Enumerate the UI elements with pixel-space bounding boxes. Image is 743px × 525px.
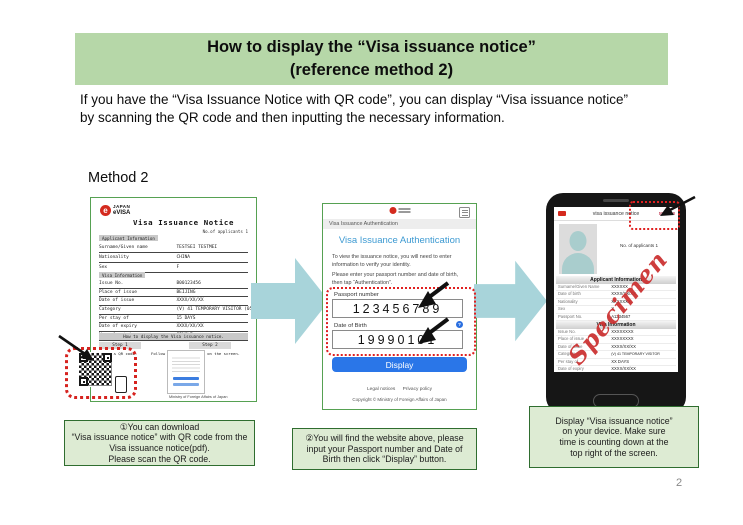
pointer-arrow-icon	[58, 334, 94, 361]
phone-page-title: visa issuance notice	[592, 210, 640, 217]
visa-notice-document: e JAPAN eVISA Visa Issuance Notice No.of…	[65, 197, 257, 402]
howto-bar: How to display the Visa issuance notice.	[99, 333, 248, 340]
legal-notices-link[interactable]: Legal notices	[367, 387, 396, 392]
applicant-photo	[559, 224, 597, 274]
scanning-phone-icon	[115, 376, 127, 393]
qr-highlight-box	[65, 347, 137, 399]
pointer-arrow-icon	[418, 317, 450, 344]
auth-webpage: Visa Issuance Authentication Visa Issuan…	[322, 203, 477, 410]
table-row: Issue No.XXXXXXXX	[556, 329, 676, 337]
display-button[interactable]: Display	[332, 357, 467, 372]
timer-highlight-box	[629, 201, 680, 230]
breadcrumb: Visa Issuance Authentication	[323, 219, 476, 229]
evisa-logo-icon: e JAPAN eVISA	[100, 205, 130, 216]
dob-label: Date of Birth	[334, 323, 367, 329]
applicants-count: No.of applicants 1	[202, 229, 248, 234]
step2-chip: Step 2	[189, 342, 231, 349]
step1-text: Scan this QR code.	[95, 351, 138, 356]
brand-bottom: eVISA	[113, 209, 131, 216]
menu-icon[interactable]	[459, 207, 470, 218]
page-title-line2: (reference method 2)	[289, 61, 454, 79]
phone-speaker	[603, 199, 629, 202]
intro-text: If you have the “Visa Issuance Notice wi…	[80, 92, 629, 125]
silhouette-icon	[569, 231, 587, 251]
phone-details: Applicant Information Surname/Given Name…	[556, 276, 676, 372]
table-row: Category(V) 41 TEMPORARY VISITOR	[556, 351, 676, 359]
evisa-logo-icon	[389, 207, 410, 214]
phone-status-icon	[558, 211, 566, 216]
auth-instructions: To view the issuance notice, you will ne…	[332, 254, 459, 286]
flow-arrow-icon	[251, 258, 329, 344]
document-title: Visa Issuance Notice	[133, 218, 234, 227]
brand-top: JAPAN	[113, 204, 131, 210]
section-visa-info: Visa Information	[556, 320, 676, 329]
caption-step2: ②You will find the website above, please…	[292, 428, 477, 470]
page-number: 2	[676, 477, 683, 489]
page-title-line1: How to display the “Visa issuance notice…	[207, 38, 536, 56]
qr-finder-icon	[79, 377, 88, 386]
section-applicant-info: Applicant Information	[99, 235, 158, 242]
section-applicant-info: Applicant Information	[556, 276, 676, 284]
website-thumbnail	[167, 350, 205, 394]
passport-label: Passport number	[334, 292, 379, 298]
document-footer: Ministry of Foreign Affairs of Japan	[169, 395, 228, 399]
step1-chip: Step 1	[99, 342, 141, 349]
phone-screen: visa issuance notice 59:42:48 No. of app…	[554, 207, 678, 372]
caption-step3: Display “Visa issuance notice” on your d…	[529, 406, 699, 468]
page-title: How to display the “Visa issuance notice…	[75, 33, 668, 85]
applicants-count: No. of applicants 1	[619, 243, 659, 248]
table-row: Passport No.A1234567	[556, 314, 676, 321]
table-row: Category(V) 41 TEMPORARY VISITOR (05)	[99, 306, 255, 315]
caption-step1: ①You can download “Visa issuance notice”…	[64, 420, 255, 466]
site-header	[323, 204, 476, 219]
copyright: Copyright © Ministry of Foreign Affairs …	[352, 397, 447, 402]
pointer-arrow-icon	[418, 281, 450, 308]
qr-finder-icon	[103, 353, 112, 362]
section-visa-info: Visa Information	[99, 272, 146, 279]
info-icon[interactable]: ?	[456, 321, 463, 328]
auth-heading: Visa Issuance Authentication	[338, 235, 461, 246]
smartphone: visa issuance notice 59:42:48 No. of app…	[546, 193, 686, 414]
inputs-highlight-box	[326, 287, 476, 356]
method-label: Method 2	[88, 170, 149, 186]
flow-arrow-icon	[474, 260, 547, 342]
pointer-arrow-icon	[660, 195, 696, 216]
privacy-policy-link[interactable]: Privacy policy	[402, 387, 432, 392]
footer-links: Legal notices Privacy policy	[323, 387, 476, 392]
table-row: Issue No.B00123456	[99, 280, 248, 289]
